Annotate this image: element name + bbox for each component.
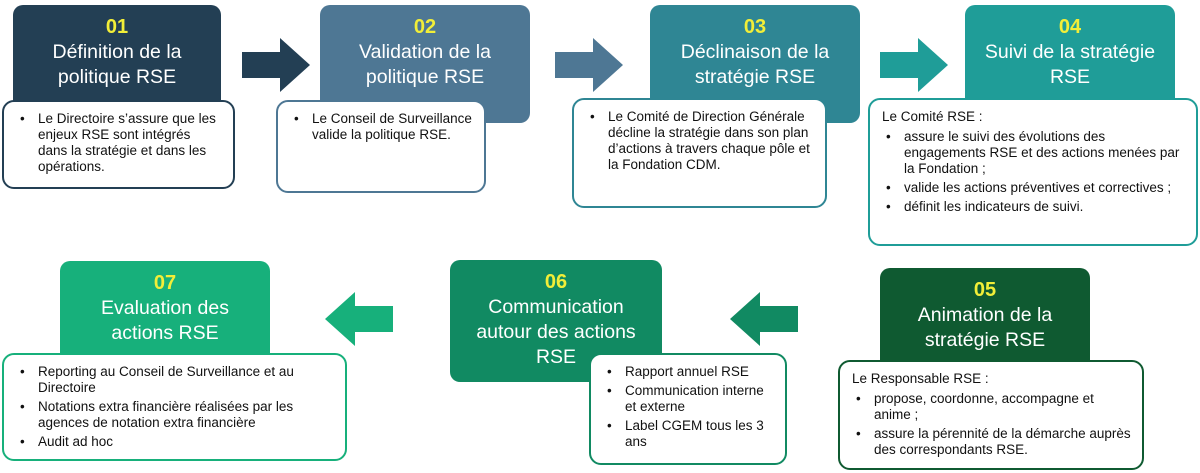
step-07-title: Evaluation des actions RSE xyxy=(101,297,229,344)
step-01-title: Définition de la politique RSE xyxy=(52,41,182,88)
step-02-title: Validation de la politique RSE xyxy=(359,41,491,88)
step-03-title: Déclinaison de la stratégie RSE xyxy=(680,41,830,88)
step-06-bullets: Rapport annuel RSE Communication interne… xyxy=(603,364,775,450)
step-05-bullets: propose, coordonne, accompagne et anime … xyxy=(852,391,1132,458)
step-04-title: Suivi de la stratégie RSE xyxy=(984,41,1156,88)
arrow-right-icon xyxy=(555,38,623,92)
bullet-item: Le Directoire s’assure que les enjeux RS… xyxy=(16,111,223,175)
step-05-title: Animation de la stratégie RSE xyxy=(917,304,1053,351)
bullet-item: Le Conseil de Surveillance valide la pol… xyxy=(290,111,474,143)
step-02-description: Le Conseil de Surveillance valide la pol… xyxy=(276,100,486,193)
step-01-box: 01 Définition de la politique RSE xyxy=(13,5,221,112)
bullet-item: assure la pérennité de la démarche auprè… xyxy=(852,426,1132,458)
bullet-item: Notations extra financière réalisées par… xyxy=(16,399,335,431)
step-01-number: 01 xyxy=(105,16,129,38)
step-05-description: Le Responsable RSE : propose, coordonne,… xyxy=(838,360,1144,470)
step-05-intro: Le Responsable RSE : xyxy=(852,371,989,386)
step-07-description: Reporting au Conseil de Surveillance et … xyxy=(2,353,347,461)
bullet-item: Label CGEM tous les 3 ans xyxy=(603,418,775,450)
step-03-number: 03 xyxy=(743,16,767,38)
arrow-left-icon xyxy=(325,292,393,346)
step-02-bullets: Le Conseil de Surveillance valide la pol… xyxy=(290,111,474,143)
bullet-item: définit les indicateurs de suivi. xyxy=(882,199,1186,215)
step-03-description: Le Comité de Direction Générale décline … xyxy=(572,98,827,208)
bullet-item: Rapport annuel RSE xyxy=(603,364,775,380)
bullet-item: Reporting au Conseil de Surveillance et … xyxy=(16,364,335,396)
step-07-number: 07 xyxy=(153,272,177,294)
bullet-item: Audit ad hoc xyxy=(16,434,335,450)
bullet-item: Le Comité de Direction Générale décline … xyxy=(586,109,815,173)
step-05-number: 05 xyxy=(973,279,997,301)
arrow-left-icon xyxy=(730,292,798,346)
step-02-number: 02 xyxy=(413,16,437,38)
step-04-description: Le Comité RSE : assure le suivi des évol… xyxy=(868,98,1198,246)
step-04-intro: Le Comité RSE : xyxy=(882,109,983,124)
step-03-bullets: Le Comité de Direction Générale décline … xyxy=(586,109,815,173)
step-06-description: Rapport annuel RSE Communication interne… xyxy=(589,353,787,465)
step-06-title: Communication autour des actions RSE xyxy=(476,296,636,368)
step-01-description: Le Directoire s’assure que les enjeux RS… xyxy=(2,100,235,189)
bullet-item: Communication interne et externe xyxy=(603,383,775,415)
step-04-bullets: assure le suivi des évolutions des engag… xyxy=(882,129,1186,215)
bullet-item: propose, coordonne, accompagne et anime … xyxy=(852,391,1132,423)
bullet-item: valide les actions préventives et correc… xyxy=(882,180,1186,196)
bullet-item: assure le suivi des évolutions des engag… xyxy=(882,129,1186,177)
step-07-bullets: Reporting au Conseil de Surveillance et … xyxy=(16,364,335,450)
step-04-number: 04 xyxy=(1058,16,1082,38)
step-06-number: 06 xyxy=(544,271,568,293)
arrow-right-icon xyxy=(242,38,310,92)
step-01-bullets: Le Directoire s’assure que les enjeux RS… xyxy=(16,111,223,175)
arrow-right-icon xyxy=(880,38,948,92)
